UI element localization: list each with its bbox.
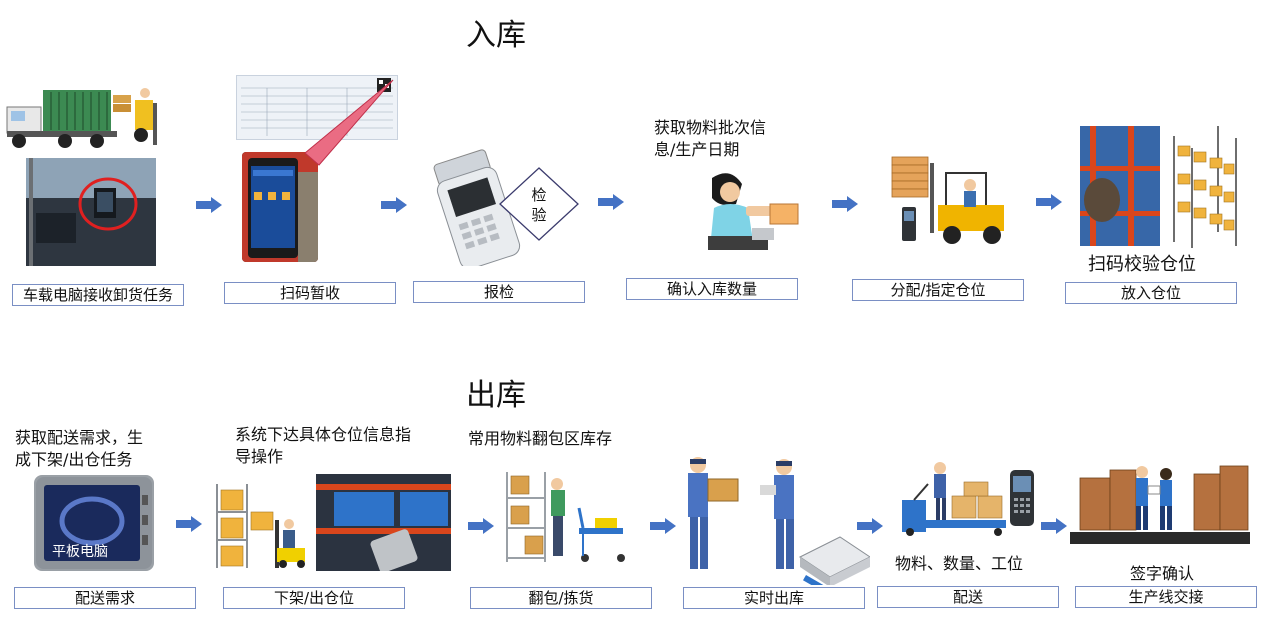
receipt-form-image	[236, 75, 398, 140]
callout-pointer	[304, 75, 395, 171]
inbound-step-3-label: 报检	[413, 281, 585, 303]
worker-with-box-illustration	[700, 168, 805, 264]
handheld-terminal-illustration	[430, 148, 525, 270]
arrow-right-icon	[1036, 194, 1062, 214]
outbound-step-2-label: 下架/出仓位	[223, 587, 405, 609]
rack-forklift-illustration	[213, 482, 309, 574]
outbound-step-4-label: 实时出库	[683, 587, 865, 609]
arrow-right-icon	[468, 518, 494, 538]
inbound-step-4-label: 确认入库数量	[626, 278, 798, 300]
inbound-step-5-label: 分配/指定仓位	[852, 279, 1024, 301]
outbound-title: 出库	[466, 378, 526, 413]
repack-shelf-illustration	[503, 470, 635, 570]
onboard-computer-photo	[26, 158, 156, 266]
arrow-right-icon	[176, 516, 202, 536]
handheld-scanner-icon	[1004, 468, 1040, 532]
inbound-step-6-label: 放入仓位	[1065, 282, 1237, 304]
arrow-right-icon	[381, 197, 407, 217]
arrow-right-icon	[598, 194, 624, 214]
handover-illustration	[1070, 460, 1250, 548]
arrow-right-icon	[857, 518, 883, 538]
inbound-batch-info-caption: 获取物料批次信 息/生产日期	[654, 118, 767, 159]
outbound-repack-caption: 常用物料翻包区库存	[468, 429, 613, 448]
warehouse-scan-photo	[316, 474, 451, 571]
outbound-handover-caption: 签字确认	[1130, 564, 1195, 583]
outbound-step-5-label: 配送	[877, 586, 1059, 608]
shelf-scan-photo	[1080, 126, 1160, 246]
inbound-step-2-label: 扫码暂收	[224, 282, 396, 304]
outbound-delivery-caption: 物料、数量、工位	[895, 554, 1024, 573]
tablet-label: 平板电脑	[52, 544, 108, 560]
outbound-workers-illustration	[684, 455, 871, 596]
pallet-jack-illustration	[898, 460, 1040, 540]
outbound-step-1-label: 配送需求	[14, 587, 196, 609]
arrow-right-icon	[1041, 518, 1067, 538]
inbound-step-1-label: 车载电脑接收卸货任务	[12, 284, 184, 306]
inspection-diamond: 检 验	[498, 166, 580, 246]
storage-rack-illustration	[1168, 124, 1242, 254]
arrow-right-icon	[650, 518, 676, 538]
truck-illustration	[5, 85, 185, 159]
arrow-right-icon	[196, 197, 222, 217]
outbound-demand-caption: 获取配送需求，生 成下架/出仓任务	[15, 428, 144, 469]
outbound-step-3-label: 翻包/拣货	[470, 587, 652, 609]
arrow-right-icon	[832, 196, 858, 216]
forklift-illustration	[888, 155, 1016, 251]
inbound-title: 入库	[466, 18, 526, 53]
outbound-step-6-label: 生产线交接	[1075, 586, 1257, 608]
inbound-verify-caption: 扫码校验仓位	[1088, 254, 1196, 275]
tablet-computer: 平板电脑	[34, 475, 154, 571]
scanner-phone-photo	[242, 152, 318, 262]
inspection-diamond-line2: 验	[531, 206, 546, 224]
outbound-picking-caption: 系统下达具体仓位信息指 导操作	[235, 425, 412, 466]
inspection-diamond-line1: 检	[531, 186, 546, 204]
